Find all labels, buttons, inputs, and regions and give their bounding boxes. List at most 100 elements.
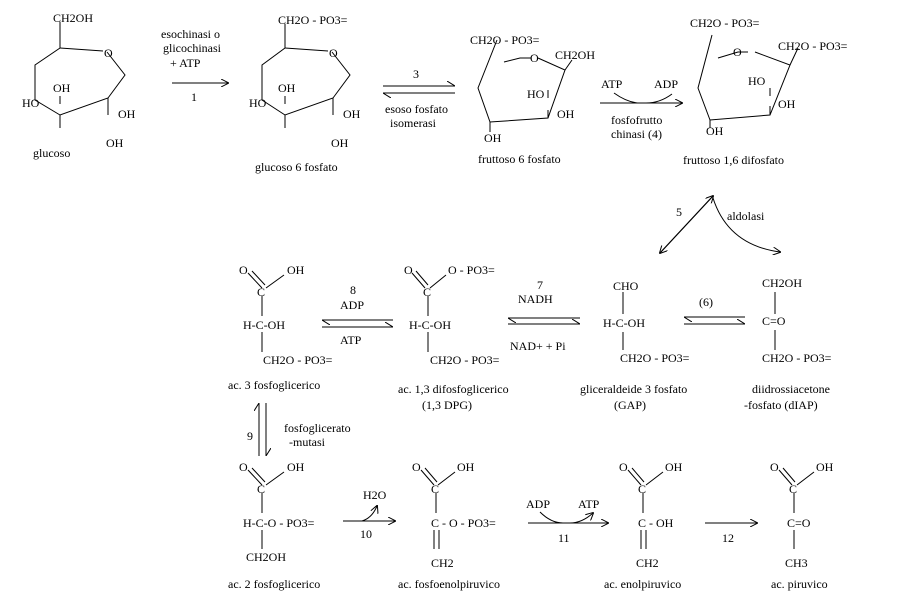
glucose-ring-oxygen: O <box>104 46 113 60</box>
enol-name: ac. enolpiruvico <box>604 577 681 591</box>
f6p-oh-bottom: OH <box>484 131 502 145</box>
fbp-name: fruttoso 1,6 difosfato <box>683 153 784 167</box>
reaction-7-bottom-cofactor: NAD+ + Pi <box>510 339 566 353</box>
pyr-hydroxyl: OH <box>816 460 834 474</box>
pep-bottom-group: CH2 <box>431 556 454 570</box>
g6p-top-group: CH2O - PO3= <box>278 13 348 27</box>
reaction-11-output: ATP <box>578 497 600 511</box>
enol-carbon: C <box>638 482 646 496</box>
enol-hydroxyl: OH <box>665 460 683 474</box>
pg3-carbonyl-oxygen: O <box>239 263 248 277</box>
pg3-hydroxyl: OH <box>287 263 305 277</box>
pg2-name: ac. 2 fosfoglicerico <box>228 577 320 591</box>
pg2-hydroxyl: OH <box>287 460 305 474</box>
pyr-carbonyl-oxygen: O <box>770 460 779 474</box>
f6p-left-group: CH2O - PO3= <box>470 33 540 47</box>
dpg-abbreviation: (1,3 DPG) <box>422 398 472 412</box>
gap-structure: CHO H-C-OH CH2O - PO3= gliceraldeide 3 f… <box>580 279 690 412</box>
dpg-middle-group: H-C-OH <box>409 318 451 332</box>
pep-name: ac. fosfoenolpiruvico <box>398 577 500 591</box>
glucose-name: glucoso <box>33 146 70 160</box>
glucose-structure: CH2OH O HO OH OH OH glucoso <box>22 11 136 160</box>
pep-middle-group: C - O - PO3= <box>431 516 496 530</box>
glucose-ho-left: HO <box>22 96 40 110</box>
reaction-7-top-cofactor: NADH <box>518 292 553 306</box>
pep-hydroxyl: OH <box>457 460 475 474</box>
reaction-7: 7 NADH NAD+ + Pi <box>508 278 580 353</box>
f6p-ho: HO <box>527 87 545 101</box>
g6p-oh-mid: OH <box>278 81 296 95</box>
reaction-5-number: 5 <box>676 205 682 219</box>
reaction-10-number: 10 <box>360 527 372 541</box>
g6p-structure: CH2O - PO3= O HO OH OH OH glucoso 6 fosf… <box>249 13 361 174</box>
dpg-structure: O O - PO3= C H-C-OH CH2O - PO3= ac. 1,3 … <box>398 263 509 412</box>
f6p-right-group: CH2OH <box>555 48 595 62</box>
reaction-4-adp-curve <box>645 93 673 104</box>
reaction-5-curved-arrow <box>712 197 780 252</box>
reaction-9: 9 fosfoglicerato -mutasi <box>247 403 351 456</box>
pyr-name: ac. piruvico <box>771 577 828 591</box>
diap-name-line1: diidrossiacetone <box>752 382 830 396</box>
g6p-ho-left: HO <box>249 96 267 110</box>
fbp-oh-bottom: OH <box>706 124 724 138</box>
enol-bottom-group: CH2 <box>636 556 659 570</box>
f6p-ring-oxygen: O <box>530 51 539 65</box>
reaction-4-enzyme-line1: fosfofrutto <box>611 113 662 127</box>
reaction-8-bottom-cofactor: ATP <box>340 333 362 347</box>
reaction-11: ADP ATP 11 <box>526 497 608 545</box>
pg3-bottom-group: CH2O - PO3= <box>263 353 333 367</box>
reaction-9-enzyme-line2: -mutasi <box>289 435 326 449</box>
gap-aldehyde-group: CHO <box>613 279 639 293</box>
reaction-8-number: 8 <box>350 283 356 297</box>
reaction-5-down-arrow <box>660 195 714 253</box>
reaction-8: 8 ADP ATP <box>322 283 393 347</box>
pyr-bottom-group: CH3 <box>785 556 808 570</box>
f6p-name: fruttoso 6 fosfato <box>478 152 561 166</box>
enol-middle-group: C - OH <box>638 516 674 530</box>
pep-carbonyl-oxygen: O <box>412 460 421 474</box>
reaction-10-water-curve <box>361 506 377 522</box>
pg2-middle-group: H-C-O - PO3= <box>243 516 315 530</box>
pg2-carbon: C <box>257 482 265 496</box>
g6p-oh-bottom: OH <box>331 136 349 150</box>
pg2-carbonyl-oxygen: O <box>239 460 248 474</box>
reaction-11-number: 11 <box>558 531 570 545</box>
reaction-11-input: ADP <box>526 497 550 511</box>
pg3-middle-group: H-C-OH <box>243 318 285 332</box>
reaction-4-output: ADP <box>654 77 678 91</box>
reaction-5: 5 aldolasi <box>660 196 780 253</box>
reaction-3-enzyme-line2: isomerasi <box>390 116 437 130</box>
fbp-right-group: CH2O - PO3= <box>778 39 848 53</box>
enol-carbonyl-oxygen: O <box>619 460 628 474</box>
gap-bottom-group: CH2O - PO3= <box>620 351 690 365</box>
reaction-5-enzyme: aldolasi <box>727 209 765 223</box>
reaction-9-number: 9 <box>247 429 253 443</box>
g6p-oh-right: OH <box>343 107 361 121</box>
reaction-3-enzyme-line1: esoso fosfato <box>385 102 448 116</box>
pyr-structure: O OH C C=O CH3 ac. piruvico <box>770 460 834 591</box>
reaction-10: H2O 10 <box>343 488 395 541</box>
f6p-structure: CH2O - PO3= O CH2OH HO OH OH fruttoso 6 … <box>470 33 595 166</box>
glucose-oh-right: OH <box>118 107 136 121</box>
reaction-4-enzyme-line2: chinasi (4) <box>611 127 662 141</box>
reaction-1-enzyme-line2: glicochinasi <box>163 41 222 55</box>
pep-structure: O OH C C - O - PO3= CH2 ac. fosfoenolpir… <box>398 460 500 591</box>
fbp-structure: CH2O - PO3= O CH2O - PO3= HO OH OH frutt… <box>683 16 848 167</box>
dpg-carbonyl-oxygen: O <box>404 263 413 277</box>
fbp-ring-oxygen: O <box>733 45 742 59</box>
reaction-8-top-cofactor: ADP <box>340 298 364 312</box>
reaction-6-number: (6) <box>699 295 713 309</box>
pg3-carbon: C <box>257 285 265 299</box>
glucose-oh-bottom: OH <box>106 136 124 150</box>
dpg-carbon: C <box>423 285 431 299</box>
glucose-top-group: CH2OH <box>53 11 93 25</box>
reaction-1-number: 1 <box>191 90 197 104</box>
reaction-11-adp-curve <box>539 511 564 524</box>
g6p-ring-oxygen: O <box>329 46 338 60</box>
pyr-carbon: C <box>789 482 797 496</box>
reaction-12: 12 <box>705 523 757 545</box>
enol-structure: O OH C C - OH CH2 ac. enolpiruvico <box>604 460 683 591</box>
dpg-name: ac. 1,3 difosfoglicerico <box>398 382 509 396</box>
dpg-bottom-group: CH2O - PO3= <box>430 353 500 367</box>
